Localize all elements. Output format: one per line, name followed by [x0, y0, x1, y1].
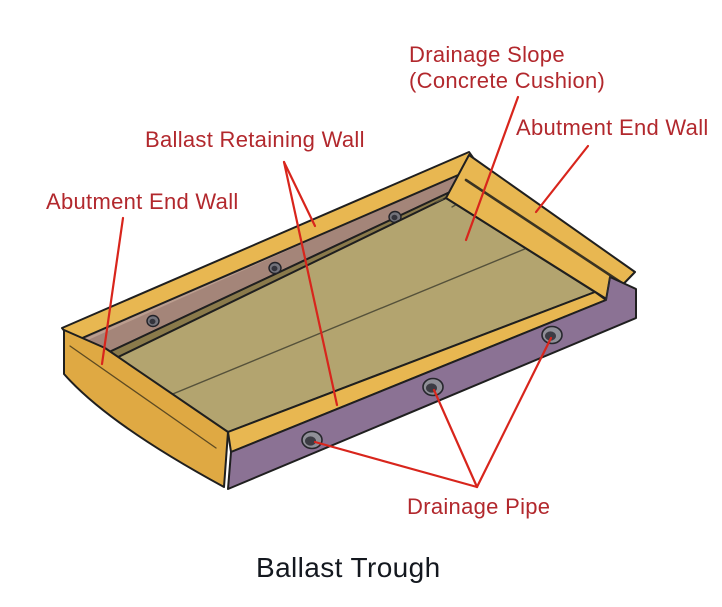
front-drainage-pipes — [301, 325, 563, 450]
figure-caption: Ballast Trough — [256, 552, 441, 583]
drainage-pipe-back-left — [146, 314, 160, 328]
left-wall-top-edge-line — [69, 345, 217, 449]
back-drainage-pipe-ends — [146, 210, 402, 328]
drainage-pipe-front-middle — [422, 377, 444, 397]
label-drainage-slope-line1: Drainage Slope — [409, 42, 565, 67]
leader-pipe-left — [313, 440, 479, 489]
label-abutment-end-wall-right: Abutment End Wall — [516, 115, 709, 140]
right-end-wall-groove — [464, 178, 630, 289]
drainage-slope-crease — [162, 238, 550, 399]
leader-abutment-left — [100, 216, 125, 366]
label-abutment-end-wall-left: Abutment End Wall — [46, 189, 239, 214]
drainage-pipe-front-left — [301, 430, 323, 450]
leader-lines — [100, 95, 590, 489]
drainage-pipe-back-middle — [268, 261, 282, 275]
leader-drainage-slope — [464, 95, 520, 242]
label-ballast-retaining-wall: Ballast Retaining Wall — [145, 127, 365, 152]
slab-corner-edge — [605, 276, 611, 301]
drainage-pipe-back-right — [388, 210, 402, 224]
deck-corner-fold-tick — [435, 198, 444, 203]
label-drainage-pipe: Drainage Pipe — [407, 494, 551, 519]
label-drainage-slope-line2: (Concrete Cushion) — [409, 68, 606, 93]
leader-abutment-right — [534, 144, 590, 214]
label-drainage-slope: Drainage Slope (Concrete Cushion) — [409, 42, 605, 94]
drainage-pipe-front-right — [541, 325, 563, 345]
leader-retaining-wall-back — [282, 160, 317, 228]
left-abutment-end-wall — [63, 329, 229, 488]
leader-pipe-middle — [432, 388, 479, 489]
leader-pipe-right — [475, 336, 553, 489]
leader-retaining-wall-front — [282, 160, 339, 407]
